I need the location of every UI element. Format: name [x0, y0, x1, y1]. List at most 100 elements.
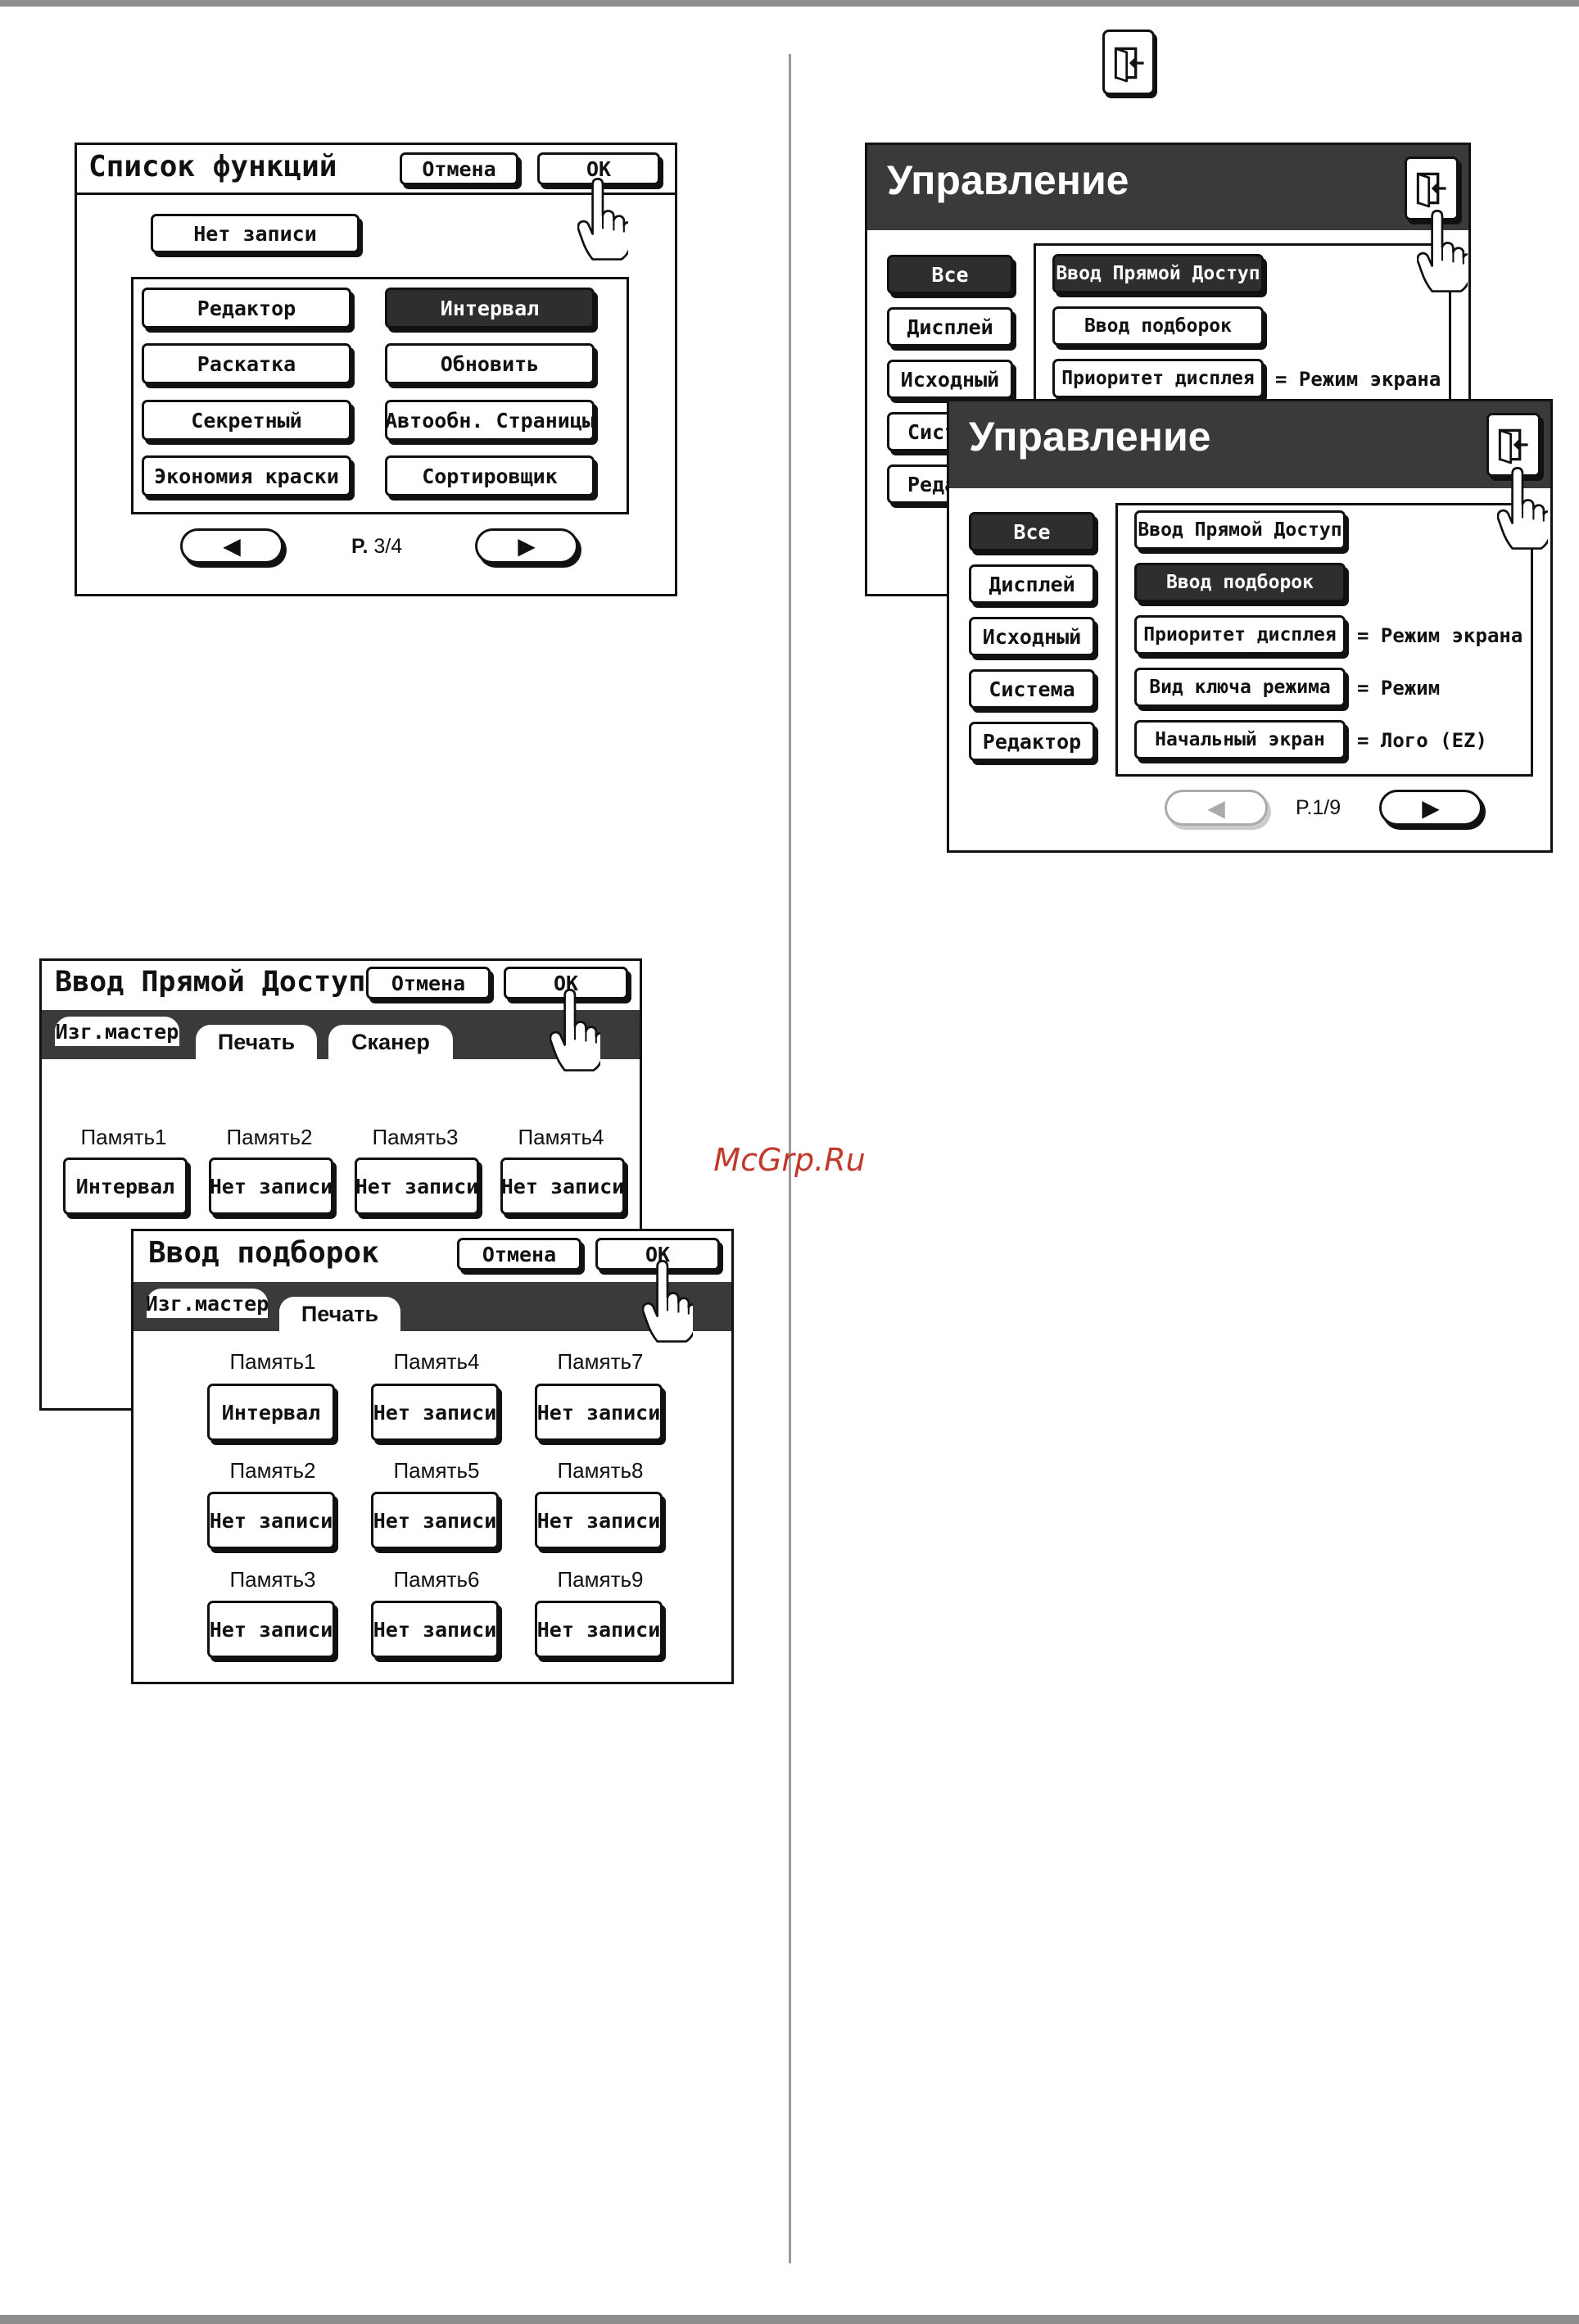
memory-button[interactable]: Интервал — [63, 1157, 188, 1215]
ok-button[interactable]: OK — [595, 1238, 720, 1271]
memory-button[interactable]: Нет записи — [207, 1601, 335, 1658]
function-editor[interactable]: Редактор — [142, 288, 351, 328]
side-item-system[interactable]: Система — [969, 669, 1095, 709]
settings-list: Ввод Прямой Доступ Ввод подборок Приорит… — [1115, 503, 1533, 777]
list-item-start-screen[interactable]: Начальный экран — [1134, 720, 1346, 759]
page-indicator: P.1/9 — [1296, 796, 1341, 819]
memory-label: Память3 — [229, 1567, 316, 1592]
exit-door-icon — [1102, 29, 1155, 95]
prev-page-button[interactable]: ◀ — [1165, 790, 1268, 826]
function-secret[interactable]: Секретный — [142, 400, 351, 441]
hand-pointer-icon — [550, 989, 600, 1074]
tab-master[interactable]: Изг.мастер — [55, 1017, 179, 1046]
tab-master[interactable]: Изг.мастер — [146, 1289, 269, 1318]
list-item-display-priority[interactable]: Приоритет дисплея — [1052, 359, 1264, 398]
function-grid: Редактор Интервал Раскатка Обновить Секр… — [131, 277, 629, 514]
memory-label: Память5 — [393, 1458, 480, 1483]
memory-label: Память2 — [229, 1458, 316, 1483]
memory-label: Память3 — [372, 1125, 459, 1149]
bottom-rule — [0, 2315, 1579, 2324]
settings-list: Ввод Прямой Доступ Ввод подборок Приорит… — [1034, 243, 1451, 555]
watermark: McGrp.Ru — [713, 1142, 866, 1178]
memory-button[interactable]: Нет записи — [535, 1601, 663, 1658]
tab-print[interactable]: Печать — [279, 1297, 400, 1331]
memory-button[interactable]: Нет записи — [355, 1157, 479, 1215]
page-prefix: P. — [351, 535, 369, 558]
list-item-program-entry[interactable]: Ввод подборок — [1134, 563, 1346, 602]
side-item-display[interactable]: Дисплей — [969, 564, 1095, 604]
memory-button[interactable]: Нет записи — [209, 1157, 333, 1215]
page-title: Управление — [887, 157, 1129, 203]
tab-bar: Изг.мастер Печать — [133, 1282, 731, 1331]
prev-page-button[interactable]: ◀ — [180, 528, 283, 564]
memory-label: Память1 — [80, 1125, 167, 1149]
memory-label: Память6 — [393, 1567, 480, 1592]
exit-button[interactable] — [1405, 156, 1459, 220]
memory-button[interactable]: Нет записи — [371, 1492, 499, 1549]
cancel-button[interactable]: Отмена — [366, 967, 491, 999]
list-value: = Лого (EZ) — [1357, 729, 1487, 752]
list-value: = Режим — [1357, 677, 1441, 700]
memory-label: Память4 — [393, 1349, 480, 1374]
list-item-direct-access[interactable]: Ввод Прямой Доступ — [1134, 510, 1346, 550]
function-ink-saving[interactable]: Экономия краски — [142, 455, 351, 496]
next-page-button[interactable]: ▶ — [475, 528, 578, 564]
tab-print[interactable]: Печать — [196, 1025, 317, 1059]
page-indicator: P. 3/4 — [351, 535, 402, 559]
cancel-button[interactable]: Отмена — [400, 152, 518, 185]
memory-button[interactable]: Нет записи — [371, 1384, 499, 1441]
hand-pointer-icon — [1497, 467, 1548, 552]
cancel-button[interactable]: Отмена — [457, 1238, 581, 1271]
memory-button[interactable]: Интервал — [207, 1384, 335, 1441]
side-item-all[interactable]: Все — [969, 512, 1095, 551]
list-value: = Режим экрана — [1275, 368, 1441, 391]
memory-label: Память8 — [557, 1458, 644, 1483]
no-record-button[interactable]: Нет записи — [151, 214, 360, 253]
memory-button[interactable]: Нет записи — [207, 1492, 335, 1549]
memory-button[interactable]: Нет записи — [535, 1492, 663, 1549]
function-auto-page-refresh[interactable]: Автообн. Страницы — [385, 400, 595, 441]
memory-button[interactable]: Нет записи — [500, 1157, 625, 1215]
page-title: Управление — [969, 414, 1211, 460]
side-item-editor[interactable]: Редактор — [969, 722, 1095, 761]
admin-screen-front: Управление Все Дисплей Исходный Система … — [947, 399, 1553, 853]
side-item-display[interactable]: Дисплей — [887, 307, 1013, 347]
hand-pointer-icon — [577, 178, 628, 263]
tab-bar: Изг.мастер Печать Сканер — [42, 1010, 640, 1059]
exit-door-icon — [1414, 169, 1450, 208]
function-interval[interactable]: Интервал — [385, 288, 595, 328]
memory-label: Память2 — [226, 1125, 313, 1149]
function-refresh[interactable]: Обновить — [385, 343, 595, 384]
function-list-screen: Список функций Отмена OK Нет записи Реда… — [75, 143, 677, 596]
next-page-button[interactable]: ▶ — [1379, 790, 1482, 826]
side-item-all[interactable]: Все — [887, 255, 1013, 294]
exit-button[interactable] — [1486, 413, 1541, 477]
hand-pointer-icon — [1417, 210, 1468, 295]
page-title: Ввод Прямой Доступ — [55, 966, 366, 999]
memory-label: Память9 — [557, 1567, 644, 1592]
memory-button[interactable]: Нет записи — [371, 1601, 499, 1658]
list-item-direct-access[interactable]: Ввод Прямой Доступ — [1052, 254, 1264, 293]
page-value: 3/4 — [373, 535, 403, 558]
exit-door-icon — [1495, 425, 1531, 464]
side-item-initial[interactable]: Исходный — [887, 360, 1013, 399]
program-entry-screen: Ввод подборок Отмена OK Изг.мастер Печат… — [131, 1229, 734, 1684]
memory-label: Память4 — [518, 1125, 604, 1149]
memory-label: Память1 — [229, 1349, 316, 1374]
list-value: = Режим экрана — [1357, 624, 1523, 647]
list-item-display-priority[interactable]: Приоритет дисплея — [1134, 615, 1346, 655]
memory-button[interactable]: Нет записи — [535, 1384, 663, 1441]
page-title: Список функций — [88, 150, 337, 183]
hand-pointer-icon — [642, 1260, 693, 1345]
tab-scanner[interactable]: Сканер — [328, 1025, 453, 1059]
page-title: Ввод подборок — [148, 1236, 379, 1270]
title-divider — [77, 193, 675, 195]
memory-label: Память7 — [557, 1349, 644, 1374]
function-sorter[interactable]: Сортировщик — [385, 455, 595, 496]
function-rolling[interactable]: Раскатка — [142, 343, 351, 384]
title-bar: Управление — [867, 145, 1468, 230]
list-item-program-entry[interactable]: Ввод подборок — [1052, 306, 1264, 346]
list-item-mode-key[interactable]: Вид ключа режима — [1134, 668, 1346, 707]
column-divider — [789, 54, 791, 2263]
side-item-initial[interactable]: Исходный — [969, 617, 1095, 656]
